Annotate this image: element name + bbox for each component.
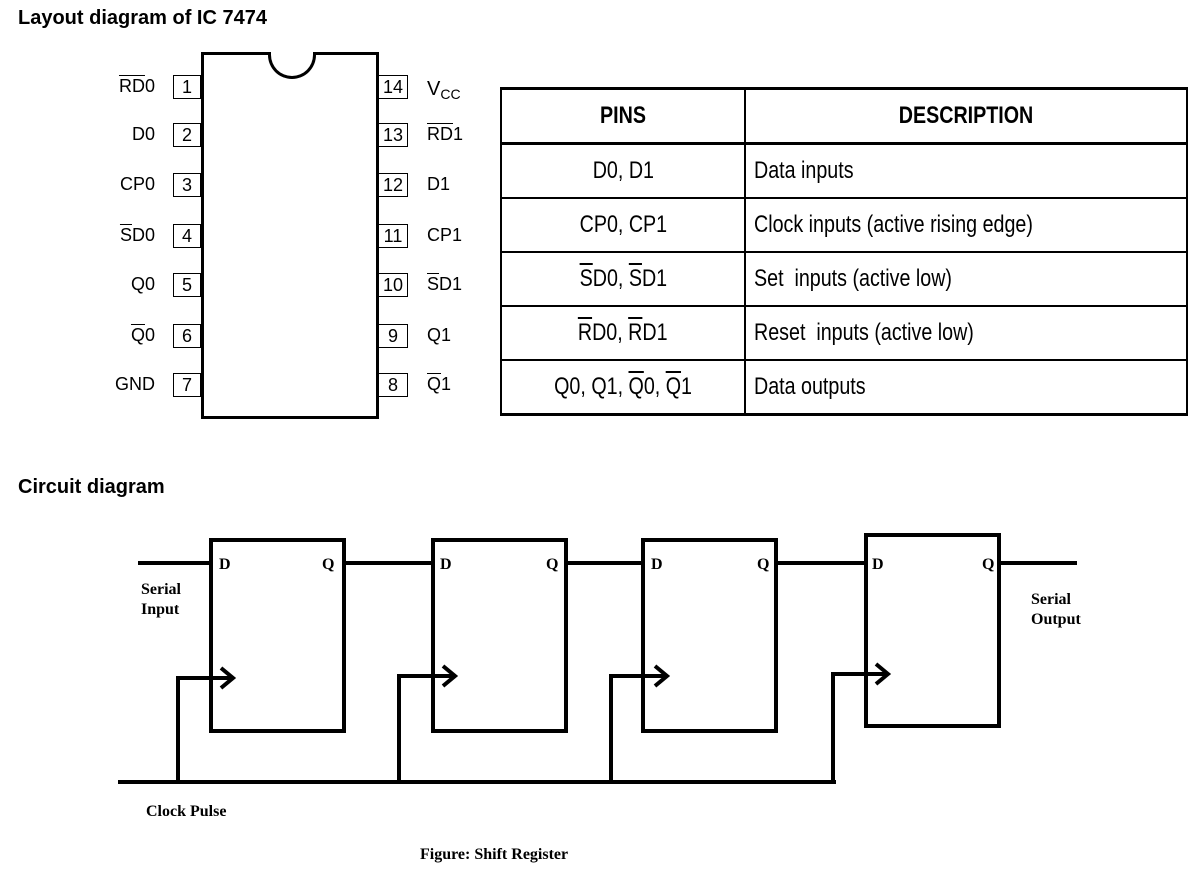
pin-8-box: 8 bbox=[378, 373, 408, 397]
pin-5-box: 5 bbox=[173, 273, 201, 297]
pin-7-box: 7 bbox=[173, 373, 201, 397]
ff2-q-label: Q bbox=[546, 556, 558, 573]
description-cell: Data outputs bbox=[744, 359, 1188, 416]
pin-12-box: 12 bbox=[378, 173, 408, 197]
pin-description-table: PINS DESCRIPTION D0, D1 Data inputs CP0,… bbox=[500, 87, 1188, 416]
flip-flop-4 bbox=[864, 533, 1001, 728]
clock-wire-1 bbox=[176, 676, 231, 782]
table-row: RD0, RD1 Reset inputs (active low) bbox=[500, 305, 1188, 361]
clock-arrow-icon bbox=[653, 664, 671, 688]
pin-10-box: 10 bbox=[378, 273, 408, 297]
clock-wire-3 bbox=[609, 674, 665, 782]
serial-output-label-line1: Serial bbox=[1031, 591, 1072, 608]
description-cell: Set inputs (active low) bbox=[744, 251, 1188, 307]
table-row: CP0, CP1 Clock inputs (active rising edg… bbox=[500, 197, 1188, 253]
table-header-row: PINS DESCRIPTION bbox=[500, 87, 1188, 145]
clock-wire-4 bbox=[831, 672, 886, 782]
pins-cell: Q0, Q1, Q0, Q1 bbox=[500, 359, 746, 416]
pin-1-box: 1 bbox=[173, 75, 201, 99]
ff4-d-label: D bbox=[872, 556, 884, 573]
pin-4-label: SD0 bbox=[119, 225, 155, 245]
shift-register-circuit: D Q D Q D Q D Q Serial Input Serial Outp… bbox=[118, 533, 1081, 863]
flip-flop-3 bbox=[641, 538, 778, 733]
serial-input-label-line2: Input bbox=[141, 601, 180, 618]
pin-6-label: Q0 bbox=[130, 325, 155, 345]
pins-column-header: PINS bbox=[500, 87, 746, 145]
clock-arrow-icon bbox=[219, 666, 237, 690]
pin-13-box: 13 bbox=[378, 123, 408, 147]
pin-9-box: 9 bbox=[378, 324, 408, 348]
pins-cell: D0, D1 bbox=[500, 142, 746, 199]
pin-14-label: VCC bbox=[427, 78, 461, 102]
figure-caption: Figure: Shift Register bbox=[420, 846, 568, 863]
pin-11-label: CP1 bbox=[427, 225, 463, 245]
pin-14-box: 14 bbox=[378, 75, 408, 99]
ff3-d-label: D bbox=[651, 556, 663, 573]
ff1-q-label: Q bbox=[322, 556, 334, 573]
layout-heading: Layout diagram of IC 7474 bbox=[18, 7, 267, 29]
pins-cell: SD0, SD1 bbox=[500, 251, 746, 307]
pins-cell: CP0, CP1 bbox=[500, 197, 746, 253]
pin-2-box: 2 bbox=[173, 123, 201, 147]
pins-cell: RD0, RD1 bbox=[500, 305, 746, 361]
description-cell: Data inputs bbox=[744, 142, 1188, 199]
pin-6-box: 6 bbox=[173, 324, 201, 348]
table-row: D0, D1 Data inputs bbox=[500, 142, 1188, 199]
pin-3-label: CP0 bbox=[119, 174, 155, 194]
table-row: SD0, SD1 Set inputs (active low) bbox=[500, 251, 1188, 307]
clock-wire-2 bbox=[397, 674, 453, 782]
pin-7-label: GND bbox=[115, 374, 155, 394]
flip-flop-2 bbox=[431, 538, 568, 733]
ff1-d-label: D bbox=[219, 556, 231, 573]
pin-10-label: SD1 bbox=[427, 274, 463, 294]
pin-13-label: RD1 bbox=[427, 124, 464, 144]
description-column-header: DESCRIPTION bbox=[744, 87, 1188, 145]
description-cell: Clock inputs (active rising edge) bbox=[744, 197, 1188, 253]
pin-8-label: Q1 bbox=[427, 374, 452, 394]
pin-12-label: D1 bbox=[427, 174, 451, 194]
flip-flop-1 bbox=[209, 538, 346, 733]
pin-1-label: RD0 bbox=[118, 76, 155, 96]
serial-output-label-line2: Output bbox=[1031, 611, 1081, 628]
pin-3-box: 3 bbox=[173, 173, 201, 197]
ic-package-body bbox=[201, 52, 379, 419]
pin-11-box: 11 bbox=[378, 224, 408, 248]
pin-9-label: Q1 bbox=[427, 325, 452, 345]
pin-4-box: 4 bbox=[173, 224, 201, 248]
table-row: Q0, Q1, Q0, Q1 Data outputs bbox=[500, 359, 1188, 416]
pin-5-label: Q0 bbox=[130, 274, 155, 294]
clock-pulse-label: Clock Pulse bbox=[146, 803, 226, 820]
circuit-heading: Circuit diagram bbox=[18, 476, 165, 498]
clock-arrow-icon bbox=[441, 664, 459, 688]
description-cell: Reset inputs (active low) bbox=[744, 305, 1188, 361]
clock-arrow-icon bbox=[874, 662, 892, 686]
ff3-q-label: Q bbox=[757, 556, 769, 573]
ff4-q-label: Q bbox=[982, 556, 994, 573]
pin-2-label: D0 bbox=[131, 124, 155, 144]
serial-input-label-line1: Serial bbox=[141, 581, 182, 598]
ff2-d-label: D bbox=[440, 556, 452, 573]
